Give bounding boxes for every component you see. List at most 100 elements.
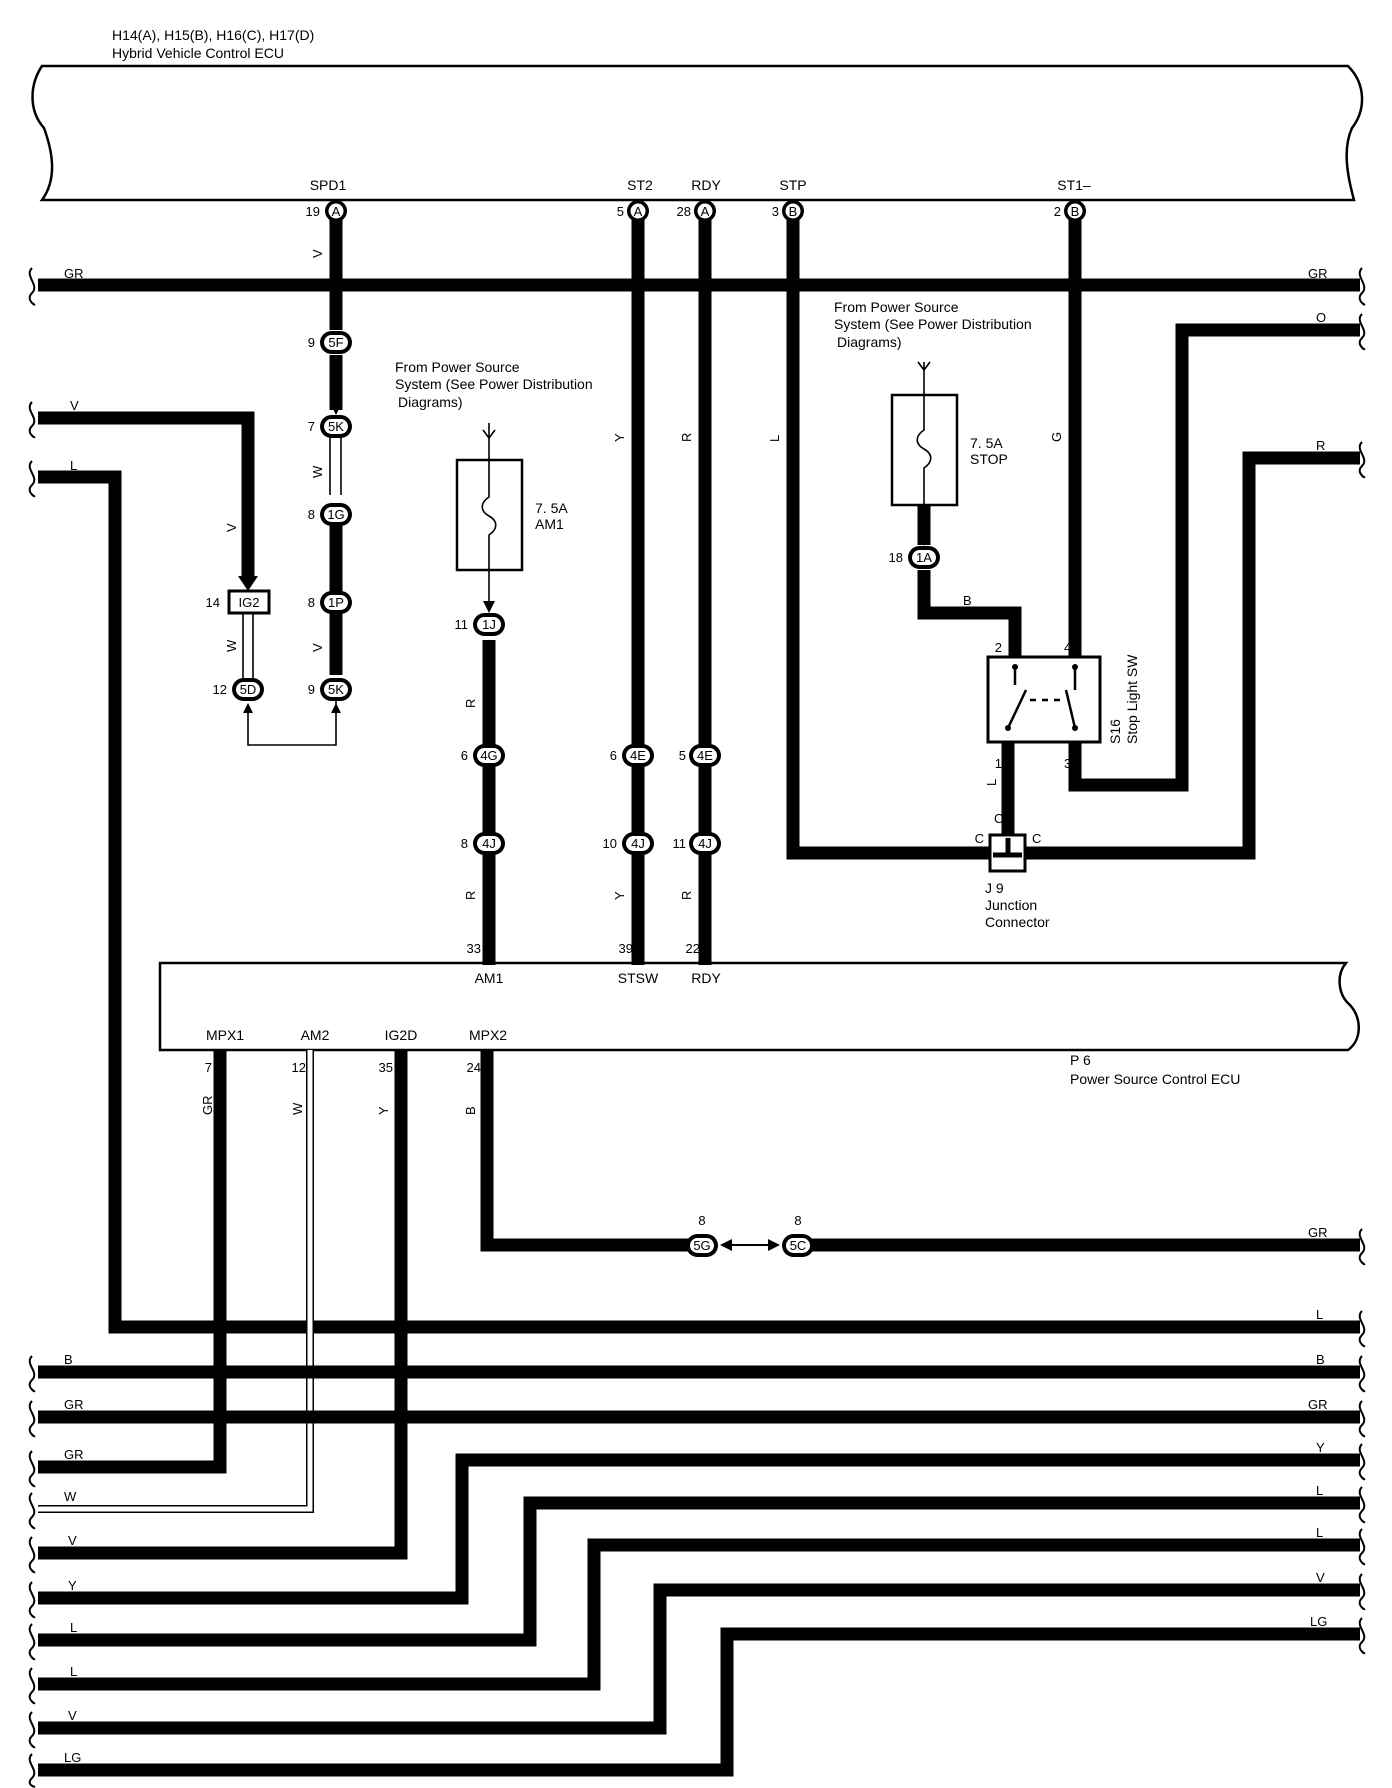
svg-text:4E: 4E xyxy=(630,748,646,763)
wire-color: G xyxy=(1049,432,1064,442)
arrow-down-icon xyxy=(483,820,495,832)
edge-label: GR xyxy=(64,1397,84,1412)
svg-text:3: 3 xyxy=(772,204,779,219)
pin-letter: C xyxy=(994,811,1003,826)
wire-am2-fill xyxy=(38,1050,313,1512)
upper-wires xyxy=(38,212,1360,1334)
edge-label: L xyxy=(70,1620,77,1635)
wire-r-right xyxy=(1011,451,1360,860)
edge-label: V xyxy=(68,1708,77,1723)
pin-number: 24 xyxy=(467,1060,481,1075)
edge-label: L xyxy=(70,458,77,473)
power-note: Diagrams) xyxy=(837,334,902,350)
svg-text:4E: 4E xyxy=(697,748,713,763)
svg-text:10: 10 xyxy=(603,836,617,851)
switch-id: S16 xyxy=(1107,719,1123,744)
terminal-label: STP xyxy=(779,177,806,193)
terminal-label: RDY xyxy=(691,177,721,193)
arrow-icon xyxy=(482,429,496,440)
edge-label: GR xyxy=(64,266,84,281)
connector-5c: 5C 8 xyxy=(782,1213,814,1257)
svg-text:1P: 1P xyxy=(328,595,344,610)
edge-label: LG xyxy=(1310,1614,1327,1629)
junction-name: Junction xyxy=(985,897,1037,913)
wire-bus-l xyxy=(38,1496,1360,1647)
fuse-name: AM1 xyxy=(535,516,564,532)
connector-4j-st: 4J 10 xyxy=(603,832,654,855)
connector-4j-rdy: 4J 11 xyxy=(673,832,721,855)
arrow-down-icon xyxy=(918,534,930,546)
wire-color: R xyxy=(679,891,694,900)
terminal-label: ST2 xyxy=(627,177,653,193)
arrow-down-icon xyxy=(699,820,711,832)
fuse-am1: From Power Source System (See Power Dist… xyxy=(395,359,593,610)
edge-label: Y xyxy=(68,1578,77,1593)
connector-4e-rdy: 4E 5 xyxy=(679,744,721,767)
arrow-icon xyxy=(917,361,931,372)
connector-4g: 4G 6 xyxy=(461,744,505,767)
wire-v-to-ig2 xyxy=(38,411,255,578)
terminal-label: IG2D xyxy=(385,1027,418,1043)
wire-color: Y xyxy=(612,433,627,442)
wire-color: V xyxy=(224,523,239,532)
svg-text:8: 8 xyxy=(308,595,315,610)
svg-text:B: B xyxy=(789,204,798,219)
svg-text:4J: 4J xyxy=(698,836,712,851)
fuse-name: STOP xyxy=(970,451,1008,467)
svg-text:8: 8 xyxy=(308,507,315,522)
connector-arrows xyxy=(238,355,930,1251)
arrow-up-icon xyxy=(483,768,495,780)
connector-4j-am1: 4J 8 xyxy=(461,832,505,855)
svg-text:5: 5 xyxy=(679,748,686,763)
pin-number: 33 xyxy=(467,941,481,956)
connector-5f: 5F 9 xyxy=(308,331,352,354)
connector-badge: B 3 xyxy=(772,200,804,222)
svg-text:1J: 1J xyxy=(482,617,496,632)
edge-label: GR xyxy=(1308,1225,1328,1240)
terminal-label: RDY xyxy=(691,970,721,986)
wire-color: W xyxy=(224,639,239,652)
svg-text:9: 9 xyxy=(308,335,315,350)
svg-text:5F: 5F xyxy=(328,335,343,350)
edge-label: V xyxy=(68,1533,77,1548)
ecu-body xyxy=(158,961,1360,1052)
connector-badge: B 2 xyxy=(1054,200,1086,222)
arrow-up-icon xyxy=(699,768,711,780)
svg-text:8: 8 xyxy=(698,1213,705,1228)
svg-text:8: 8 xyxy=(794,1213,801,1228)
connector-5k: 5K 7 xyxy=(308,415,352,438)
wire-color: L xyxy=(767,435,782,442)
edge-label: B xyxy=(1316,1352,1325,1367)
pin-number: 2 xyxy=(995,640,1002,655)
svg-text:4J: 4J xyxy=(482,836,496,851)
wire-l-long xyxy=(38,470,1360,1334)
arrow-down-icon xyxy=(483,601,495,613)
arrow-up-icon xyxy=(330,527,342,539)
svg-text:6: 6 xyxy=(461,748,468,763)
edge-label: V xyxy=(1316,1570,1325,1585)
switch-blade xyxy=(1064,689,1077,729)
svg-text:19: 19 xyxy=(306,204,320,219)
junction-name: Connector xyxy=(985,914,1050,930)
wire-am2-outline xyxy=(38,1050,314,1513)
edge-label: L xyxy=(1316,1483,1323,1498)
arrow-up-icon xyxy=(243,703,253,713)
wire-color: Y xyxy=(376,1106,391,1115)
wire-st1-o xyxy=(1068,212,1360,792)
connector-1p: 1P 8 xyxy=(308,591,352,614)
edge-label: LG xyxy=(64,1750,81,1765)
wire-color: V xyxy=(310,643,325,652)
wire-color: B xyxy=(463,1106,478,1115)
wire-mpx2 xyxy=(480,1050,690,1252)
stop-light-switch: 2 4 1 3 S16 Stop Light SW xyxy=(986,640,1140,771)
svg-text:9: 9 xyxy=(308,682,315,697)
connector-5g: 5G 8 xyxy=(686,1213,718,1257)
wire-bus-y xyxy=(38,1453,1360,1605)
svg-text:5K: 5K xyxy=(328,419,344,434)
power-note: System (See Power Distribution xyxy=(834,316,1032,332)
svg-text:A: A xyxy=(332,204,341,219)
terminal-label: MPX2 xyxy=(469,1027,507,1043)
svg-text:6: 6 xyxy=(610,748,617,763)
lower-wires xyxy=(38,1050,1360,1777)
wire-color: V xyxy=(310,249,325,258)
